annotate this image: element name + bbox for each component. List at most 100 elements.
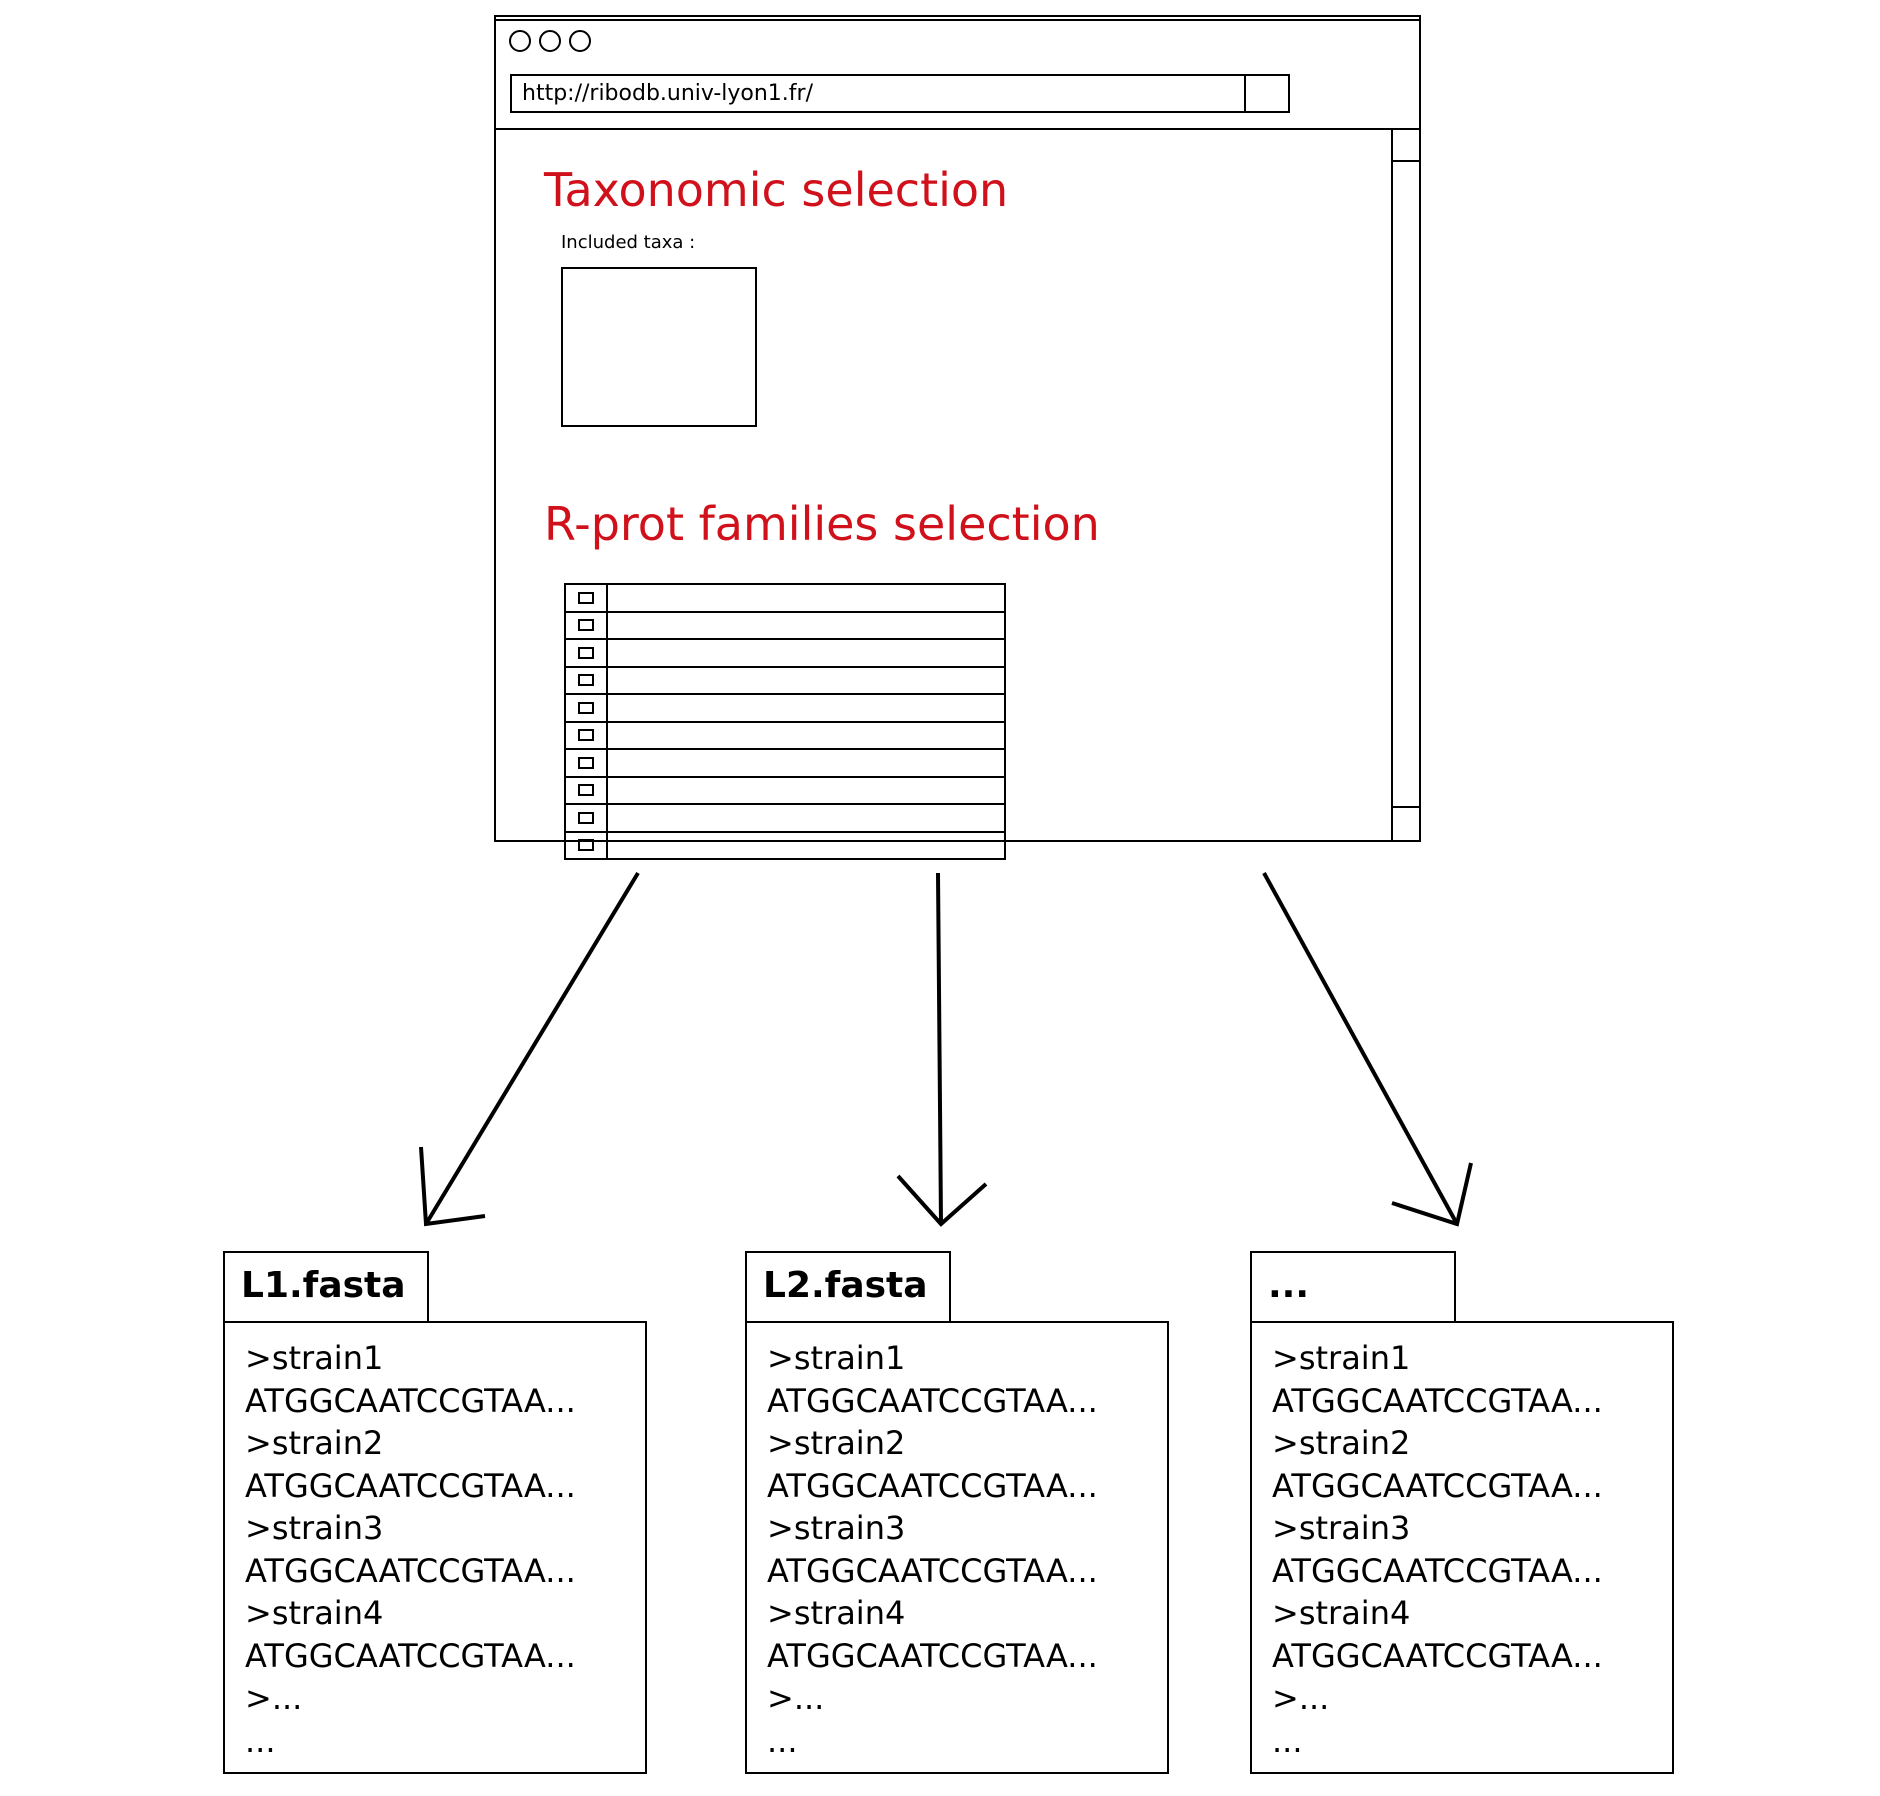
family-checkbox-cell [566, 695, 608, 721]
fasta-line: ... [767, 1721, 798, 1760]
scroll-up-button[interactable] [1393, 130, 1419, 162]
family-checkbox-cell [566, 722, 608, 748]
family-row[interactable] [564, 667, 1006, 695]
family-checkbox[interactable] [578, 674, 594, 687]
vertical-scrollbar[interactable] [1391, 130, 1419, 840]
go-button[interactable] [1246, 76, 1288, 111]
family-name-cell [608, 723, 1004, 749]
minimize-window-button[interactable] [539, 30, 561, 52]
family-checkbox[interactable] [578, 646, 594, 659]
family-checkbox[interactable] [578, 701, 594, 714]
fasta-line: ATGGCAATCCGTAA... [1272, 1381, 1603, 1420]
fasta-line: ATGGCAATCCGTAA... [245, 1466, 576, 1505]
arrow-to-file-1 [424, 871, 640, 1226]
family-checkbox-cell [566, 640, 608, 666]
family-checkbox[interactable] [578, 811, 594, 824]
fasta-line: >strain3 [767, 1509, 906, 1547]
family-checkbox[interactable] [578, 784, 594, 797]
fasta-line: >strain2 [1272, 1424, 1411, 1462]
family-checkbox[interactable] [578, 619, 594, 632]
family-checkbox[interactable] [578, 729, 594, 742]
rprot-families-table [564, 583, 1006, 860]
family-checkbox-cell [566, 612, 608, 638]
family-checkbox-cell [566, 585, 608, 611]
fasta-line: >strain4 [767, 1594, 906, 1632]
window-controls [509, 30, 591, 52]
header-divider [496, 128, 1419, 130]
family-checkbox-cell [566, 832, 608, 858]
family-name-cell [608, 585, 1004, 611]
fasta-line: ... [245, 1721, 276, 1760]
family-checkbox[interactable] [578, 756, 594, 769]
family-name-cell [608, 613, 1004, 639]
fasta-line: ... [1272, 1721, 1303, 1760]
fasta-line: >strain2 [245, 1424, 384, 1462]
maximize-window-button[interactable] [569, 30, 591, 52]
family-row[interactable] [564, 832, 1006, 860]
fasta-line: >strain1 [245, 1339, 384, 1377]
fasta-line: >strain3 [245, 1509, 384, 1547]
family-row[interactable] [564, 750, 1006, 778]
arrowhead-3 [1391, 1162, 1473, 1227]
fasta-line: >strain4 [245, 1594, 384, 1632]
family-row[interactable] [564, 805, 1006, 833]
fasta-line: ATGGCAATCCGTAA... [767, 1636, 1098, 1675]
included-taxa-list[interactable] [561, 267, 757, 427]
family-row[interactable] [564, 585, 1006, 613]
arrowhead-2 [896, 1174, 988, 1227]
browser-window: http://ribodb.univ-lyon1.fr/ Taxonomic s… [494, 15, 1421, 860]
taxonomic-selection-heading: Taxonomic selection [544, 163, 1009, 217]
fasta-line: >strain1 [767, 1339, 906, 1377]
family-checkbox[interactable] [578, 591, 594, 604]
included-taxa-label: Included taxa : [561, 232, 696, 253]
window-title-bar [496, 19, 1419, 21]
family-checkbox-cell [566, 805, 608, 831]
scroll-down-button[interactable] [1393, 806, 1419, 840]
family-name-cell [608, 640, 1004, 666]
fasta-line: >strain3 [1272, 1509, 1411, 1547]
family-checkbox[interactable] [578, 839, 594, 852]
family-name-cell [608, 805, 1004, 831]
fasta-line: >... [767, 1679, 825, 1717]
family-checkbox-cell [566, 777, 608, 803]
fasta-line: ATGGCAATCCGTAA... [1272, 1636, 1603, 1675]
family-row[interactable] [564, 777, 1006, 805]
fasta-file-name: L2.fasta [745, 1251, 951, 1323]
fasta-file-name: L1.fasta [223, 1251, 429, 1323]
fasta-line: ATGGCAATCCGTAA... [245, 1551, 576, 1590]
address-bar[interactable]: http://ribodb.univ-lyon1.fr/ [510, 74, 1290, 113]
fasta-line: ATGGCAATCCGTAA... [767, 1381, 1098, 1420]
family-checkbox-cell [566, 667, 608, 693]
fasta-line: ATGGCAATCCGTAA... [1272, 1466, 1603, 1505]
family-name-cell [608, 778, 1004, 804]
family-name-cell [608, 695, 1004, 721]
fasta-line: ATGGCAATCCGTAA... [1272, 1551, 1603, 1590]
family-row[interactable] [564, 640, 1006, 668]
fasta-line: >... [1272, 1679, 1330, 1717]
family-name-cell [608, 750, 1004, 776]
family-name-cell [608, 833, 1004, 859]
fasta-line: >strain1 [1272, 1339, 1411, 1377]
fasta-file-content: >strain1 ATGGCAATCCGTAA... >strain2 ATGG… [745, 1321, 1169, 1774]
family-checkbox-cell [566, 750, 608, 776]
family-row[interactable] [564, 722, 1006, 750]
fasta-line: >strain4 [1272, 1594, 1411, 1632]
fasta-line: ATGGCAATCCGTAA... [767, 1551, 1098, 1590]
url-text[interactable]: http://ribodb.univ-lyon1.fr/ [512, 76, 1246, 111]
family-row[interactable] [564, 612, 1006, 640]
fasta-line: >... [245, 1679, 303, 1717]
family-name-cell [608, 668, 1004, 694]
fasta-file-content: >strain1 ATGGCAATCCGTAA... >strain2 ATGG… [223, 1321, 647, 1774]
rprot-families-heading: R-prot families selection [544, 497, 1100, 551]
arrow-to-file-3 [1262, 872, 1459, 1225]
fasta-file-content: >strain1 ATGGCAATCCGTAA... >strain2 ATGG… [1250, 1321, 1674, 1774]
close-window-button[interactable] [509, 30, 531, 52]
fasta-line: ATGGCAATCCGTAA... [245, 1636, 576, 1675]
fasta-line: ATGGCAATCCGTAA... [767, 1466, 1098, 1505]
fasta-line: >strain2 [767, 1424, 906, 1462]
arrow-to-file-2 [936, 872, 943, 1225]
fasta-line: ATGGCAATCCGTAA... [245, 1381, 576, 1420]
arrowhead-1 [419, 1146, 486, 1227]
family-row[interactable] [564, 695, 1006, 723]
